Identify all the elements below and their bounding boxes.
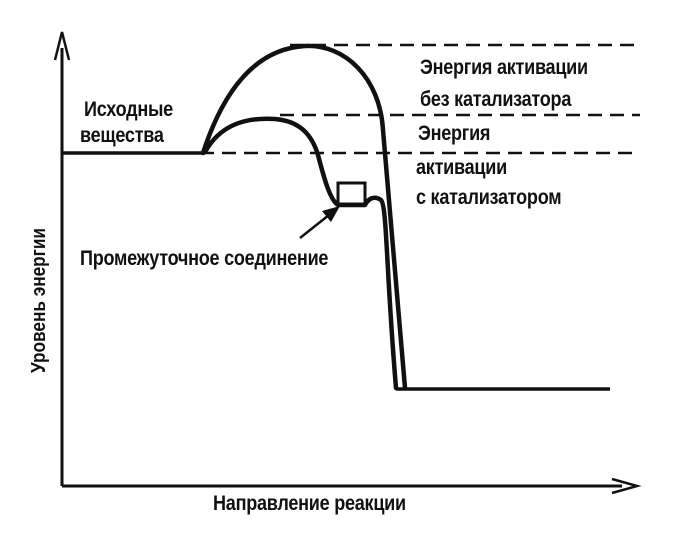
y-axis-arrow-icon bbox=[53, 31, 71, 61]
x-axis-arrow-icon bbox=[611, 477, 642, 495]
uncatalyzed-curve bbox=[200, 43, 408, 391]
x-axis-label: Направление реакции bbox=[213, 492, 406, 515]
intermediate-box bbox=[336, 181, 367, 206]
intermediate-pointer-arrow-icon bbox=[322, 206, 340, 222]
reactants-label-line2: вещества bbox=[80, 124, 164, 147]
reactants-label-line1: Исходные bbox=[84, 98, 173, 121]
catalyzed-label-line3: с катализатором bbox=[416, 186, 562, 209]
catalyzed-label-line2: активации bbox=[416, 156, 507, 179]
catalyzed-curve bbox=[202, 116, 399, 391]
intermediate-label: Промежуточное соединение bbox=[80, 247, 329, 270]
y-axis-label: Уровень энергии bbox=[28, 228, 50, 373]
catalyzed-label-line1: Энергия bbox=[418, 122, 491, 145]
uncatalyzed-label-line1: Энергия активации bbox=[420, 56, 588, 79]
uncatalyzed-label-line2: без катализатора bbox=[420, 88, 572, 111]
